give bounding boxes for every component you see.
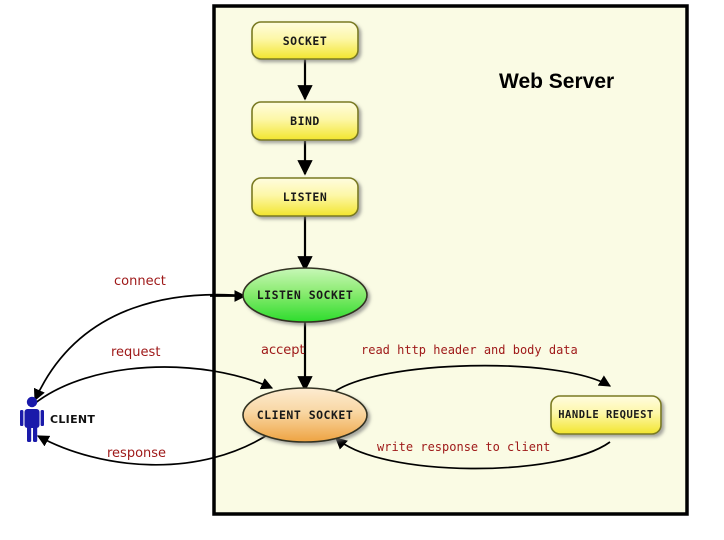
node-handle-request[interactable] [550, 395, 662, 435]
node-socket[interactable] [251, 21, 359, 60]
edge-response [36, 431, 273, 466]
edge-read-request [333, 364, 612, 393]
node-bind[interactable] [251, 101, 359, 141]
node-listen[interactable] [251, 177, 359, 217]
edge-write-response [335, 437, 611, 470]
node-client-socket[interactable] [242, 387, 368, 443]
node-listen-socket[interactable] [242, 267, 368, 323]
person-icon [20, 396, 44, 442]
edge-request [33, 366, 274, 405]
edge-connect [33, 293, 249, 402]
